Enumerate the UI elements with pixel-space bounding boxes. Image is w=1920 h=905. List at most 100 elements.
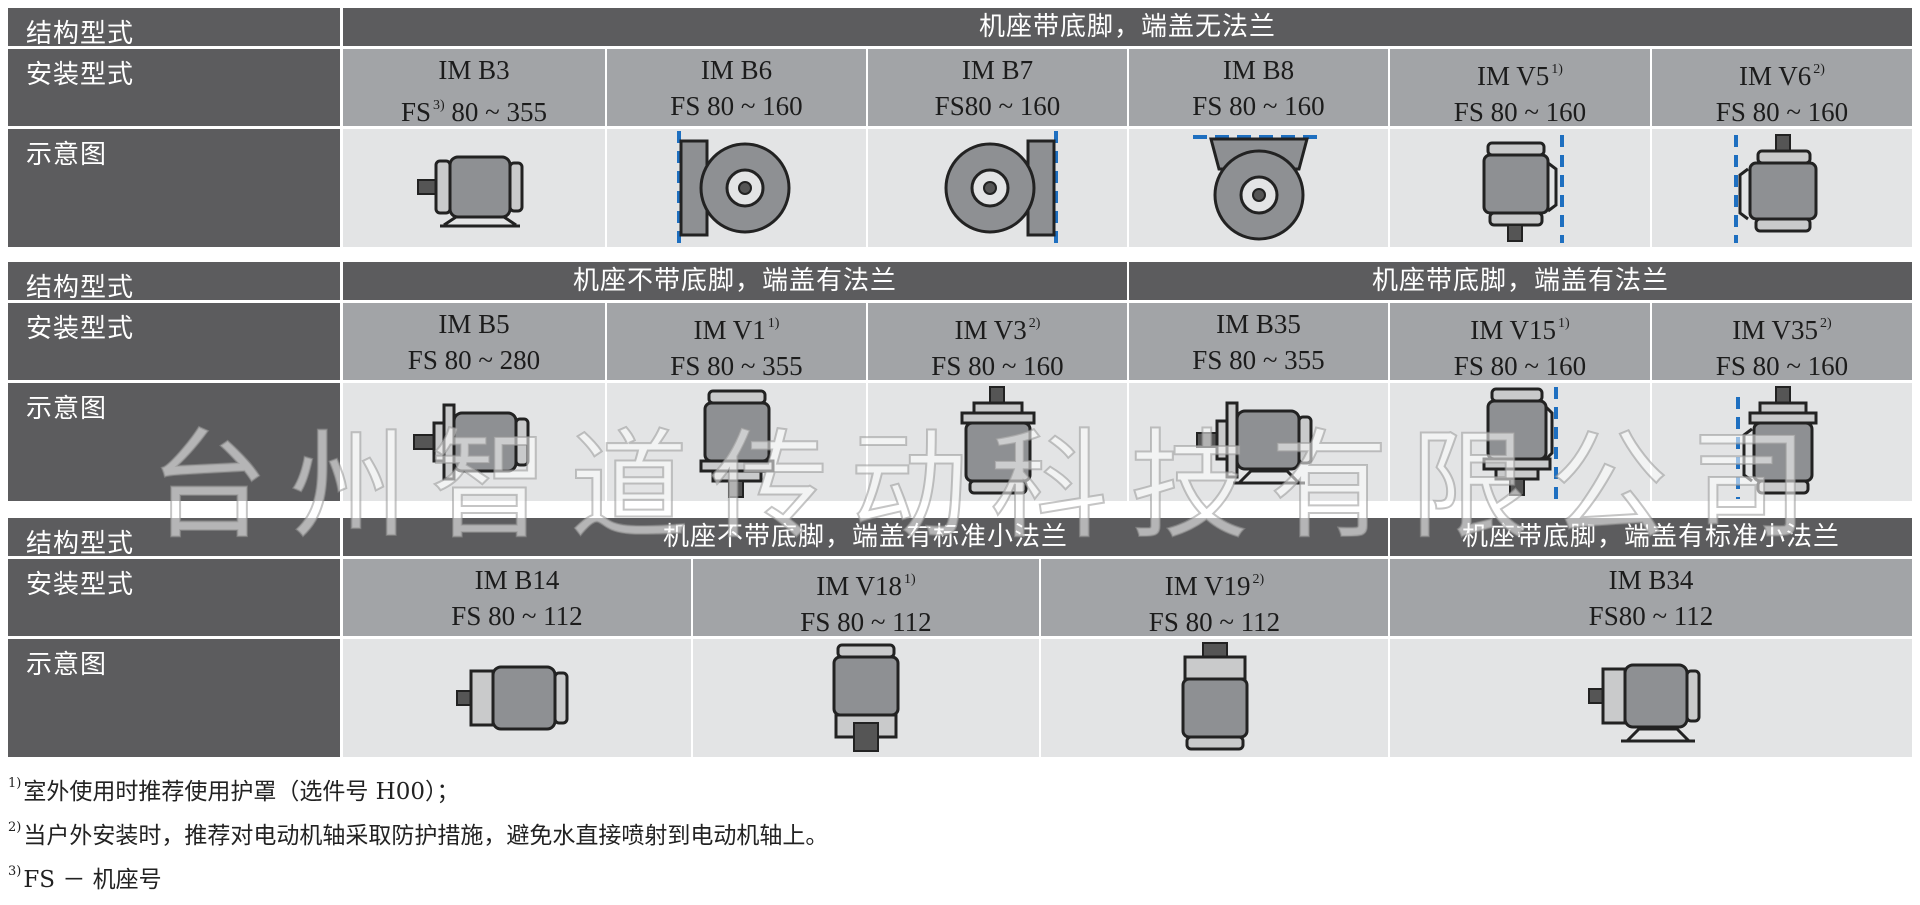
motor-foot-horizontal-icon: [417, 155, 524, 228]
section-small-flange: 结构型式 机座不带底脚，端盖有标准小法兰 机座带底脚，端盖有标准小法兰 安装型式…: [8, 518, 1912, 757]
frame-range: 80 ~ 355: [444, 97, 548, 127]
install-cell: IM B34 FS80 ~ 112: [1388, 559, 1912, 636]
label-diagram: 示意图: [8, 639, 343, 757]
diagram-cell: [1039, 639, 1388, 757]
install-cell: IM B8 FS 80 ~ 160: [1127, 49, 1388, 126]
frame-range: FS 80 ~ 160: [931, 351, 1064, 381]
motor-v35-icon: [1736, 386, 1818, 499]
model-name: IM V35: [1732, 315, 1819, 345]
footnote-marker: 1): [8, 776, 22, 791]
footnote-text: 当户外安装时，推荐对电动机轴采取防护措施，避免水直接喷射到电动机轴上。: [23, 823, 829, 849]
frame-range: FS 80 ~ 160: [670, 91, 803, 121]
install-cell: IM B5 FS 80 ~ 280: [343, 303, 605, 380]
diagram-cell: [1127, 383, 1388, 501]
diagram-cell: [691, 639, 1039, 757]
model-name: IM B34: [1608, 565, 1694, 595]
section-flange: 结构型式 机座不带底脚，端盖有法兰 机座带底脚，端盖有法兰 安装型式 IM B5…: [8, 262, 1912, 501]
model-name: IM V15: [1470, 315, 1557, 345]
footnote-ref: 1): [767, 316, 780, 331]
label-diagram: 示意图: [8, 383, 343, 501]
motor-b5-flange-icon: [413, 403, 530, 481]
diagram-cell: [605, 129, 866, 247]
frame-range: FS80 ~ 160: [934, 91, 1061, 121]
footnote-2: 2)当户外安装时，推荐对电动机轴采取防护措施，避免水直接喷射到电动机轴上。: [8, 806, 828, 850]
diagram-cell: [1388, 639, 1912, 757]
footnote-ref: 1): [1558, 316, 1570, 331]
header-no-foot-flange: 机座不带底脚，端盖有法兰: [343, 262, 1127, 300]
motor-v3-flange-up-icon: [960, 386, 1035, 495]
model-name: IM B8: [1222, 55, 1295, 85]
label-structure: 结构型式: [8, 8, 343, 49]
diagram-cell: [866, 129, 1127, 247]
model-name: IM V18: [816, 571, 903, 601]
frame-range: FS 80 ~ 112: [800, 607, 932, 637]
model-name: IM B14: [474, 565, 560, 595]
model-name: IM B7: [961, 55, 1034, 85]
frame-range: FS 80 ~ 160: [1453, 97, 1587, 127]
model-name: IM V19: [1164, 571, 1251, 601]
header-foot-small-flange: 机座带底脚，端盖有标准小法兰: [1388, 518, 1912, 556]
diagram-cell: [605, 383, 866, 501]
motor-v18-icon: [832, 643, 900, 752]
model-name: IM V5: [1477, 61, 1550, 91]
motor-b14-small-flange-icon: [456, 665, 569, 731]
frame-range: FS 80 ~ 160: [1453, 351, 1587, 381]
motor-b35-foot-flange-icon: [1195, 401, 1312, 485]
diagram-cell: [343, 129, 605, 247]
model-name: IM V6: [1739, 61, 1812, 91]
frame-range: FS 80 ~ 160: [1715, 351, 1849, 381]
motor-b6-wall-icon: [676, 131, 790, 245]
frame-range: FS 80 ~ 160: [1192, 91, 1325, 121]
header-no-foot-small-flange: 机座不带底脚，端盖有标准小法兰: [343, 518, 1388, 556]
footnote-marker: 2): [8, 820, 22, 835]
header-foot-flange: 机座带底脚，端盖有法兰: [1127, 262, 1912, 300]
diagram-cell: [343, 639, 691, 757]
footnote-ref: 1): [1551, 62, 1563, 77]
diagram-cell: [1650, 383, 1912, 501]
install-cell: IM B35 FS 80 ~ 355: [1127, 303, 1388, 380]
diagram-cell: [1650, 129, 1912, 247]
model-name: IM V1: [693, 315, 766, 345]
footnote-ref: 3): [433, 98, 445, 113]
motor-v6-vertical-up-icon: [1734, 134, 1818, 243]
motor-v15-icon: [1482, 387, 1558, 499]
footnote-3: 3)FS － 机座号: [8, 850, 828, 894]
frame-range: FS 80 ~ 112: [1148, 607, 1281, 637]
label-diagram: 示意图: [8, 129, 343, 247]
frame-range: FS 80 ~ 355: [670, 351, 803, 381]
footnote-ref: 1): [904, 572, 916, 587]
diagram-cell: [1388, 129, 1650, 247]
motor-b7-wall-icon: [944, 131, 1058, 245]
model-name: IM B35: [1216, 309, 1301, 339]
frame-range: FS 80 ~ 355: [1192, 345, 1325, 375]
motor-b8-ceiling-icon: [1192, 135, 1325, 241]
diagram-cell: [1388, 383, 1650, 501]
label-install: 安装型式: [8, 559, 343, 636]
frame-range: FS: [400, 97, 431, 127]
frame-range: FS 80 ~ 112: [451, 601, 583, 631]
footnote-text: 室外使用时推荐使用护罩（选件号 H00）；: [23, 779, 460, 805]
footnote-text: FS － 机座号: [23, 867, 162, 893]
diagram-cell: [1127, 129, 1388, 247]
label-structure: 结构型式: [8, 518, 343, 559]
install-cell: IM B6 FS 80 ~ 160: [605, 49, 866, 126]
footnote-ref: 2): [1813, 62, 1825, 77]
motor-v5-vertical-down-icon: [1482, 135, 1564, 243]
footnote-ref: 2): [1820, 316, 1832, 331]
diagram-cell: [866, 383, 1127, 501]
footnotes: 1)室外使用时推荐使用护罩（选件号 H00）； 2)当户外安装时，推荐对电动机轴…: [8, 762, 828, 894]
motor-v1-flange-down-icon: [699, 389, 774, 498]
diagram-cell: [343, 383, 605, 501]
frame-range: FS 80 ~ 160: [1715, 97, 1849, 127]
footnote-marker: 3): [8, 864, 22, 879]
model-name: IM V3: [954, 315, 1027, 345]
footnote-1: 1)室外使用时推荐使用护罩（选件号 H00）；: [8, 762, 828, 806]
frame-range: FS 80 ~ 280: [407, 345, 541, 375]
